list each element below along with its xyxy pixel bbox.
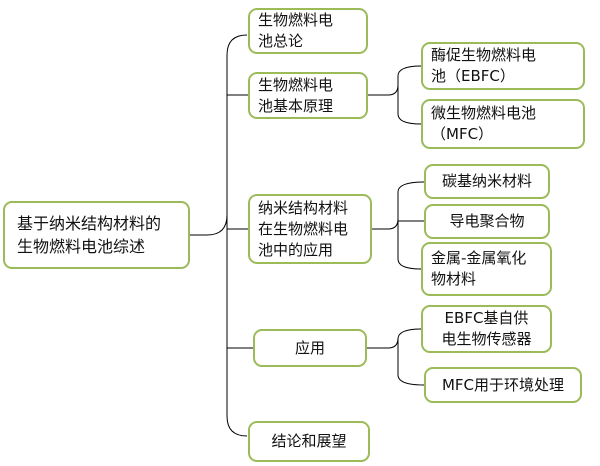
subtopic-node-mfc: 微生物燃料电池 （MFC）	[421, 99, 585, 149]
connector-app-children	[367, 328, 425, 386]
subtopic-label-mfc-environmental: MFC用于环境处理	[441, 375, 565, 394]
subtopic-node-metal-oxide-materials: 金属-金属氧化 物材料	[421, 242, 552, 296]
connector-root	[190, 34, 248, 236]
root-node: 基于纳米结构材料的 生物燃料电池综述	[3, 201, 190, 269]
subtopic-node-conductive-polymers: 导电聚合物	[424, 204, 550, 239]
topic-node-conclusion: 结论和展望	[248, 421, 370, 462]
subtopic-node-carbon-nanomaterials: 碳基纳米材料	[424, 164, 550, 199]
subtopic-node-ebfc: 酶促生物燃料电 池（EBFC）	[421, 42, 585, 90]
topic-node-nano-application: 纳米结构材料 在生物燃料电 池中的应用	[248, 194, 372, 264]
topic-label-application: 应用	[294, 338, 325, 357]
subtopic-node-mfc-environmental: MFC用于环境处理	[424, 367, 582, 403]
subtopic-label-metal-oxide-materials: 金属-金属氧化 物材料	[431, 249, 527, 288]
topic-node-principle: 生物燃料电 池基本原理	[248, 72, 368, 119]
connector-root-lower	[226, 215, 248, 437]
connector-principle-children	[368, 65, 422, 125]
subtopic-node-self-powered-biosensor: EBFC基自供 电生物传感器	[421, 305, 552, 353]
subtopic-label-mfc: 微生物燃料电池 （MFC）	[431, 104, 537, 143]
topic-label-principle: 生物燃料电 池基本原理	[258, 75, 334, 115]
connector-nano-children	[372, 181, 425, 270]
root-label: 基于纳米结构材料的 生物燃料电池综述	[17, 214, 162, 256]
subtopic-label-carbon-nanomaterials: 碳基纳米材料	[441, 172, 532, 190]
topic-label-nano-application: 纳米结构材料 在生物燃料电 池中的应用	[258, 198, 349, 259]
subtopic-label-self-powered-biosensor: EBFC基自供 电生物传感器	[441, 309, 532, 348]
subtopic-label-conductive-polymers: 导电聚合物	[449, 212, 525, 230]
topic-label-overview: 生物燃料电 池总论	[258, 11, 334, 50]
topic-label-conclusion: 结论和展望	[271, 432, 347, 450]
subtopic-label-ebfc: 酶促生物燃料电 池（EBFC）	[431, 46, 537, 85]
topic-node-overview: 生物燃料电 池总论	[248, 8, 368, 54]
topic-node-application: 应用	[253, 329, 367, 367]
